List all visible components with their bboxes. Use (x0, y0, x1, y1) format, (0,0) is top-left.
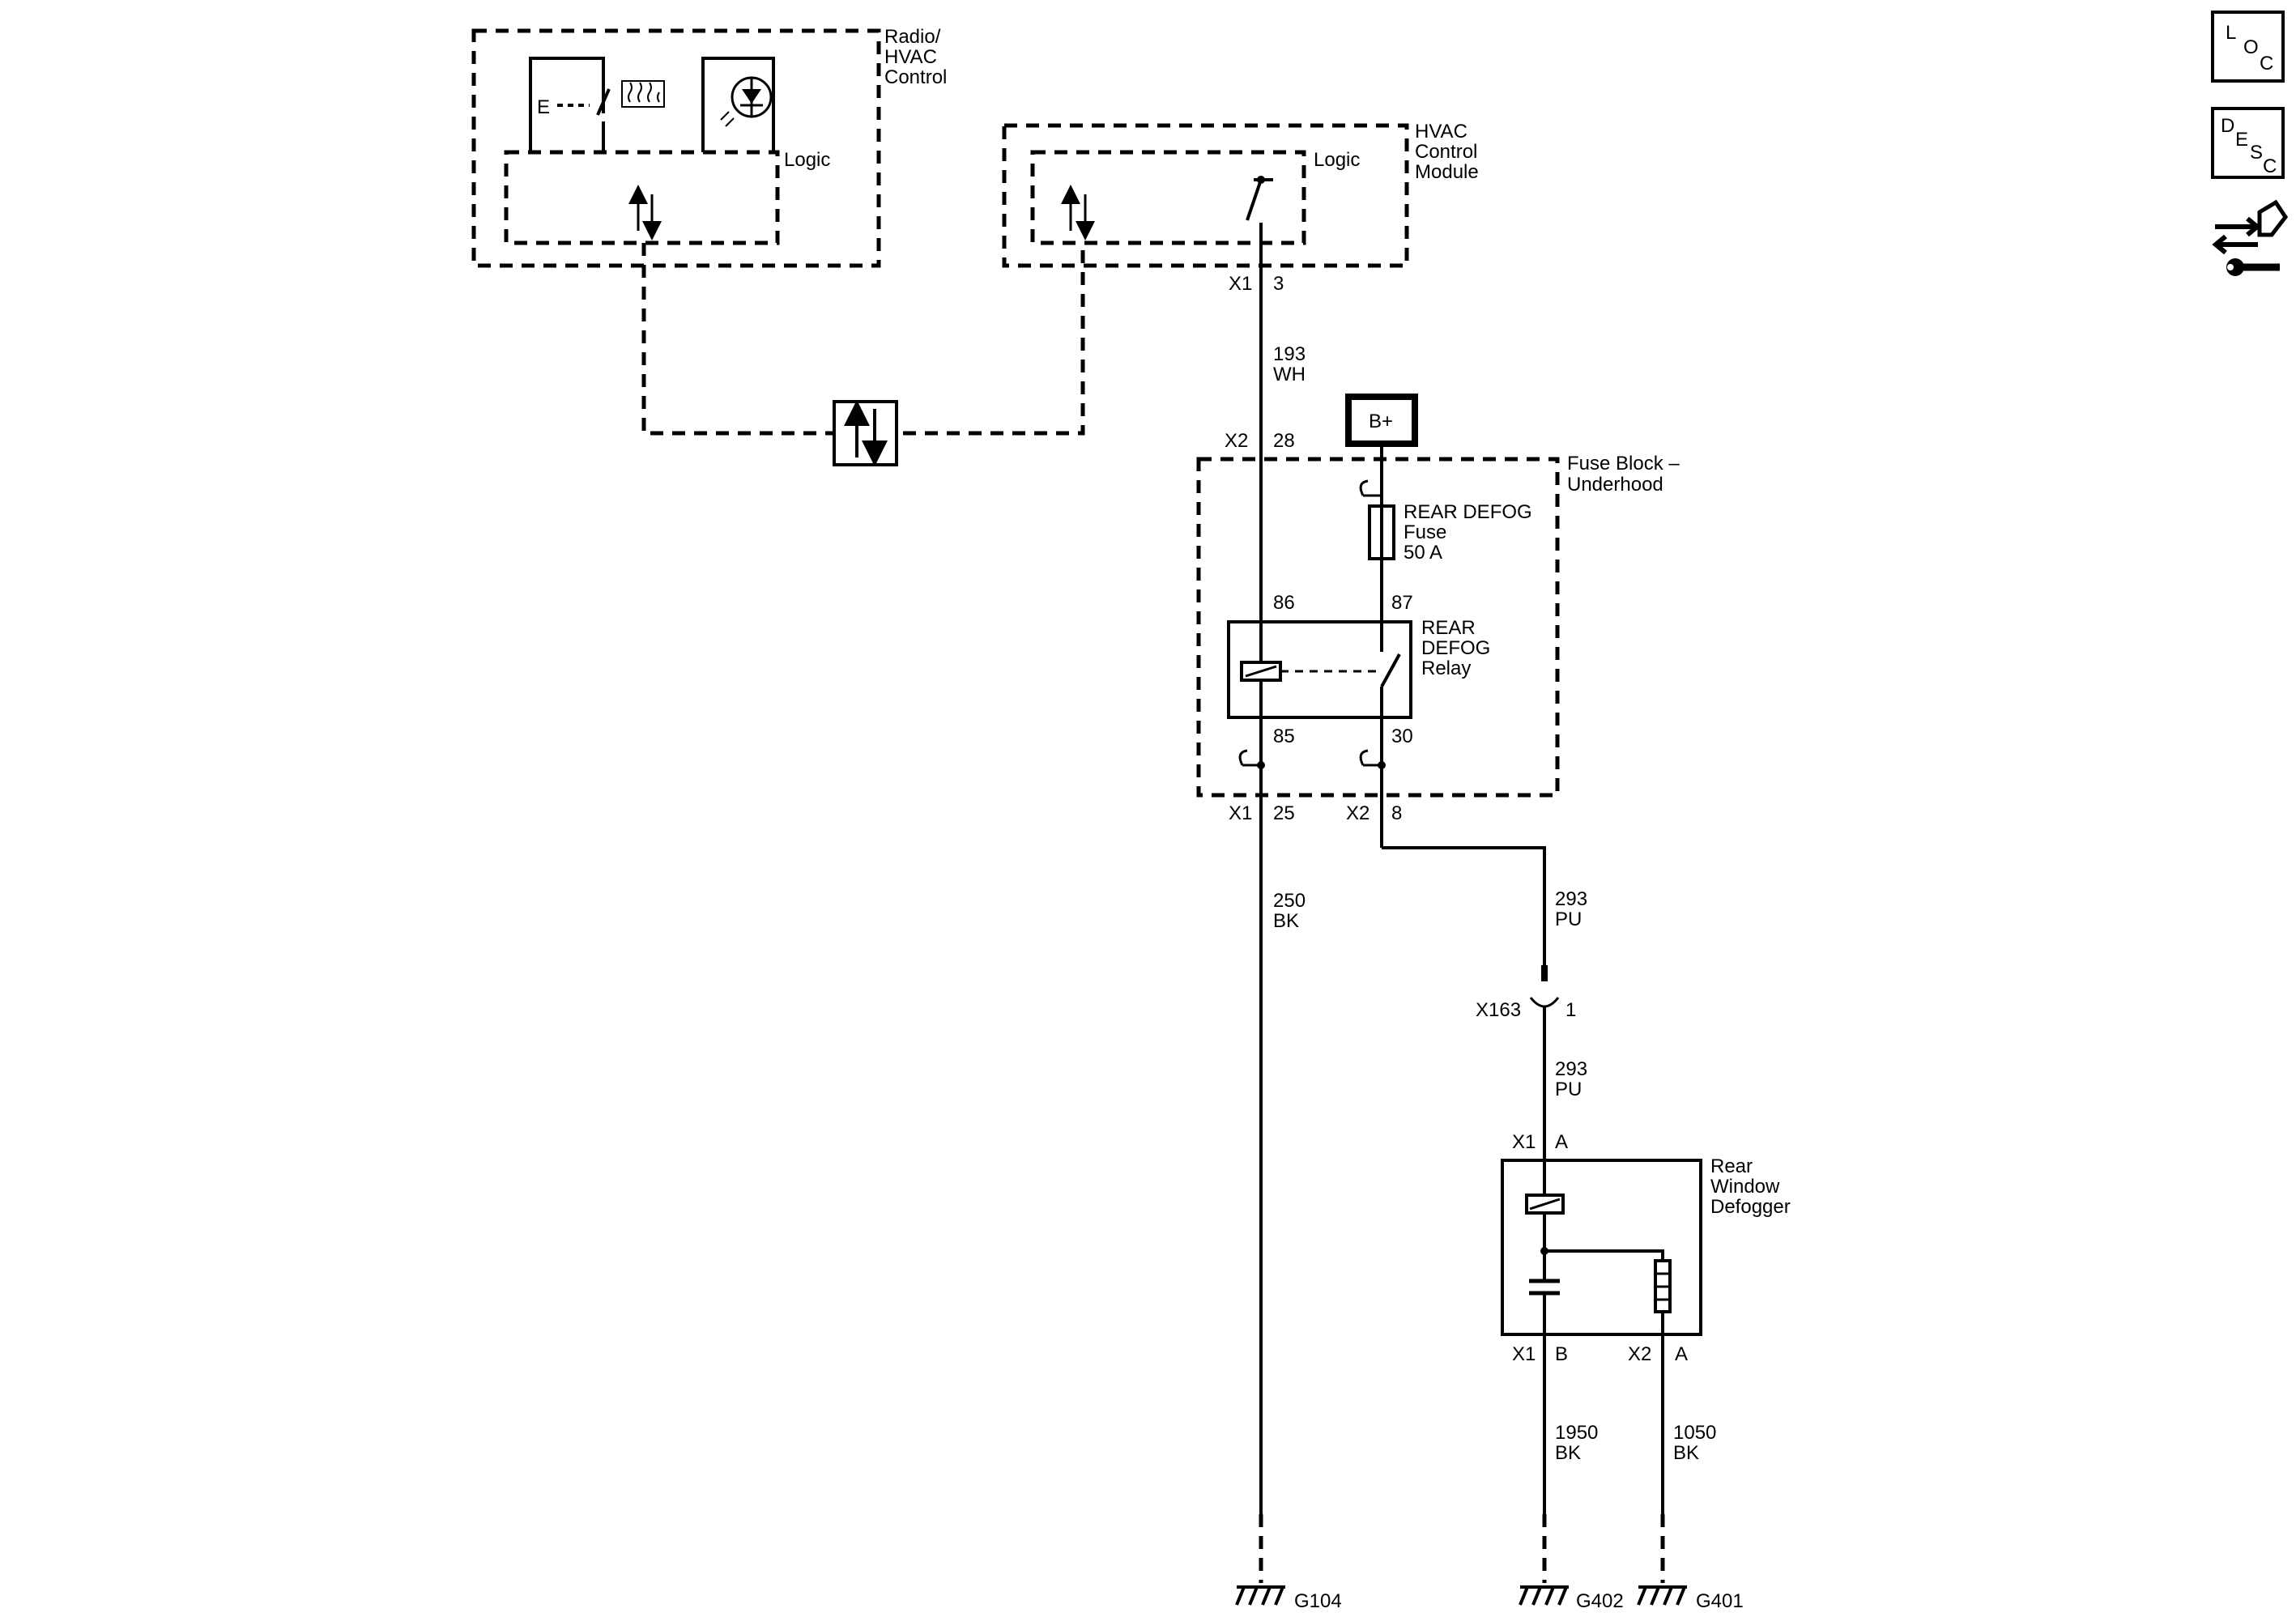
ground-g402-label: G402 (1576, 1590, 1624, 1612)
wire-250-circuit: 250 (1273, 890, 1306, 912)
relay-pin-30: 30 (1391, 726, 1413, 747)
fb-x2-top-label: X2 (1225, 430, 1248, 452)
circuit-193-250-wire (1238, 243, 1265, 1583)
wire-193-circuit: 193 (1273, 343, 1306, 365)
circuit-293-wire (1359, 717, 1560, 1160)
inline-connector-pin: 1 (1565, 999, 1576, 1021)
radio-module-name-3: Control (884, 66, 947, 88)
wire-1050-color: BK (1673, 1442, 1699, 1464)
hvac-serial-data-icon (1061, 185, 1095, 240)
location-icon[interactable]: L O C (2211, 11, 2285, 83)
ground-g104-icon (1235, 1585, 1285, 1606)
hvac-x1-label: X1 (1229, 273, 1252, 295)
wire-293a-circuit: 293 (1555, 888, 1587, 910)
ground-g401-icon (1637, 1585, 1687, 1606)
loc-letter-c: C (2260, 53, 2273, 74)
relay-name-3: Relay (1421, 657, 1471, 679)
wire-1950-color: BK (1555, 1442, 1581, 1464)
defogger-name-1: Rear (1710, 1155, 1753, 1177)
defogger-name-3: Defogger (1710, 1196, 1791, 1218)
rear-window-defogger: Rear Window Defogger (1501, 1155, 1791, 1336)
radio-hvac-control-module: E Radio/ HVAC Control Logic (471, 26, 947, 268)
inline-connector-label: X163 (1476, 999, 1521, 1021)
relay-pin-86: 86 (1273, 592, 1295, 614)
fb-x2-bot-pin: 8 (1391, 802, 1402, 824)
def-x2-bot-pin: A (1675, 1343, 1688, 1365)
indicator-led-icon (720, 76, 773, 127)
fb-x1-bot-pin: 25 (1273, 802, 1295, 824)
switch-e-glyph: E (537, 96, 550, 118)
wire-1950-circuit: 1950 (1555, 1422, 1598, 1444)
fuse-block-name-1: Fuse Block – (1567, 453, 1680, 474)
defogger-name-2: Window (1710, 1176, 1780, 1198)
radio-serial-data-icon (628, 185, 662, 240)
wire-193-color: WH (1273, 364, 1306, 385)
ground-g402-icon (1519, 1585, 1569, 1606)
fuse-rating-label: 50 A (1404, 542, 1442, 564)
relay-name-1: REAR (1421, 617, 1476, 639)
fuse-name-label: REAR DEFOG (1404, 501, 1532, 523)
battery-positive-source: B+ (1345, 394, 1418, 447)
def-x1-top-label: X1 (1512, 1131, 1536, 1153)
radio-logic-label: Logic (784, 149, 830, 171)
rear-defog-relay: REAR DEFOG Relay 86 87 85 30 (1227, 592, 1490, 747)
desc-letter-e: E (2235, 129, 2248, 151)
hvac-logic-label: Logic (1314, 149, 1360, 171)
def-x2-bot-label: X2 (1628, 1343, 1651, 1365)
b-plus-label: B+ (1369, 411, 1393, 432)
fuse-block-underhood: Fuse Block – Underhood (1196, 453, 1680, 798)
wire-250-color: BK (1273, 910, 1299, 932)
wire-1050-circuit: 1050 (1673, 1422, 1716, 1444)
desc-letter-s: S (2250, 142, 2263, 164)
rear-defrost-icon (621, 80, 665, 108)
desc-letter-c: C (2263, 155, 2277, 177)
fb-x1-bot-label: X1 (1229, 802, 1252, 824)
loc-letter-o: O (2243, 36, 2259, 58)
wire-293b-color: PU (1555, 1079, 1582, 1100)
wire-293b-circuit: 293 (1555, 1058, 1587, 1080)
def-x1-bot-pin: B (1555, 1343, 1568, 1365)
desc-letter-d: D (2221, 115, 2234, 137)
loc-letter-l: L (2226, 22, 2236, 44)
fuse-type-label: Fuse (1404, 521, 1446, 543)
relay-pin-85: 85 (1273, 726, 1295, 747)
def-x1-top-pin: A (1555, 1131, 1568, 1153)
ground-g401-label: G401 (1696, 1590, 1744, 1612)
relay-name-2: DEFOG (1421, 637, 1490, 659)
hvac-control-module: HVAC Control Module Logic (1002, 121, 1479, 268)
hvac-module-name-1: HVAC (1415, 121, 1467, 143)
fb-x2-bot-label: X2 (1346, 802, 1370, 824)
rear-defog-fuse: REAR DEFOG Fuse 50 A (1359, 444, 1532, 623)
radio-module-name-2: HVAC (884, 46, 937, 68)
fuse-block-name-2: Underhood (1567, 474, 1663, 496)
description-icon[interactable]: D E S C (2211, 107, 2285, 179)
wire-293a-color: PU (1555, 908, 1582, 930)
def-x1-bot-label: X1 (1512, 1343, 1536, 1365)
serial-data-bus (641, 243, 1085, 466)
hvac-module-name-2: Control (1415, 141, 1477, 163)
radio-module-name-1: Radio/ (884, 26, 941, 48)
hvac-x1-pin: 3 (1273, 273, 1284, 295)
relay-pin-87: 87 (1391, 592, 1413, 614)
service-connector-wrench-icon[interactable] (2212, 199, 2289, 276)
ground-g104-label: G104 (1294, 1590, 1342, 1612)
fb-x2-top-pin: 28 (1273, 430, 1295, 452)
hvac-module-name-3: Module (1415, 161, 1479, 183)
